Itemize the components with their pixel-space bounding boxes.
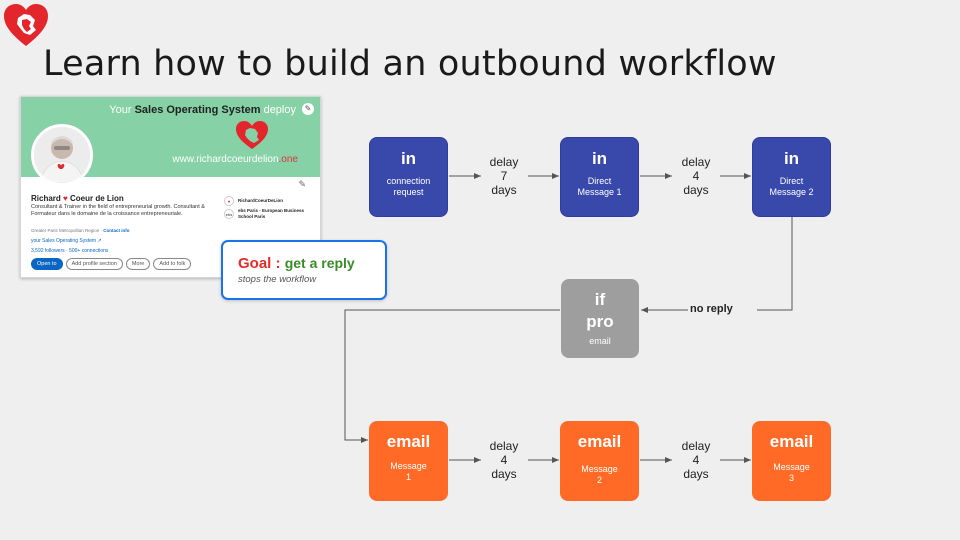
profile-website-link[interactable]: your Sales Operating System ↗ bbox=[31, 238, 102, 244]
page-title: Learn how to build an outbound workflow bbox=[43, 44, 777, 84]
profile-description: Consultant & Trainer in the field of ent… bbox=[31, 204, 205, 217]
node-direct-message-2[interactable]: in Direct Message 2 bbox=[752, 137, 831, 217]
connector-down bbox=[757, 217, 793, 311]
heart-icon: ♥ bbox=[63, 194, 68, 203]
red-lion-heart-icon bbox=[4, 4, 48, 46]
profile-card: Your Sales Operating System deploy ✎ www… bbox=[20, 96, 321, 278]
avatar[interactable] bbox=[31, 124, 93, 186]
more-button[interactable]: More bbox=[125, 258, 151, 270]
edit-banner-icon[interactable]: ✎ bbox=[302, 103, 314, 115]
school-logo-icon: ebs bbox=[224, 209, 234, 219]
open-to-button[interactable]: Open to bbox=[31, 258, 63, 270]
profile-followers-link[interactable]: 3,592 followers · 500+ connections bbox=[31, 248, 109, 254]
edit-profile-icon[interactable]: ✎ bbox=[298, 179, 306, 189]
node-direct-message-1[interactable]: in Direct Message 1 bbox=[560, 137, 639, 217]
goal-callout: Goal : get a reply stops the workflow bbox=[221, 240, 387, 300]
node-email-message-3[interactable]: email Message 3 bbox=[752, 421, 831, 501]
banner-url: www.richardcoeurdelion.one bbox=[172, 154, 298, 165]
goal-text: get a reply bbox=[284, 255, 355, 271]
profile-actions: Open to Add profile section More Add to … bbox=[31, 258, 192, 270]
node-connection-request[interactable]: in connection request bbox=[369, 137, 448, 217]
add-profile-section-button[interactable]: Add profile section bbox=[65, 258, 123, 270]
arrow-to-email-1 bbox=[344, 309, 560, 443]
lion-heart-icon bbox=[236, 121, 268, 149]
org-school[interactable]: ebs ebs Paris - European Business School… bbox=[224, 208, 305, 219]
banner-tagline: Your Sales Operating System deploy bbox=[109, 104, 296, 116]
profile-name: Richard ♥ Coeur de Lion bbox=[31, 194, 124, 203]
profile-photo bbox=[34, 127, 90, 183]
org-company[interactable]: ♥ RichardCoeurDeLion bbox=[224, 196, 283, 206]
node-if-pro-email[interactable]: if pro email bbox=[561, 279, 639, 358]
add-to-folk-button[interactable]: Add to folk bbox=[153, 258, 192, 270]
contact-info-link[interactable]: Contact info bbox=[103, 228, 130, 233]
profile-location: Greater Paris Metropolitan Region · Cont… bbox=[31, 228, 130, 233]
company-logo-icon: ♥ bbox=[224, 196, 234, 206]
node-email-message-2[interactable]: email Message 2 bbox=[560, 421, 639, 501]
node-email-message-1[interactable]: email Message 1 bbox=[369, 421, 448, 501]
goal-subtitle: stops the workflow bbox=[238, 274, 317, 285]
goal-label: Goal bbox=[238, 255, 272, 272]
no-reply-label: no reply bbox=[690, 303, 733, 315]
